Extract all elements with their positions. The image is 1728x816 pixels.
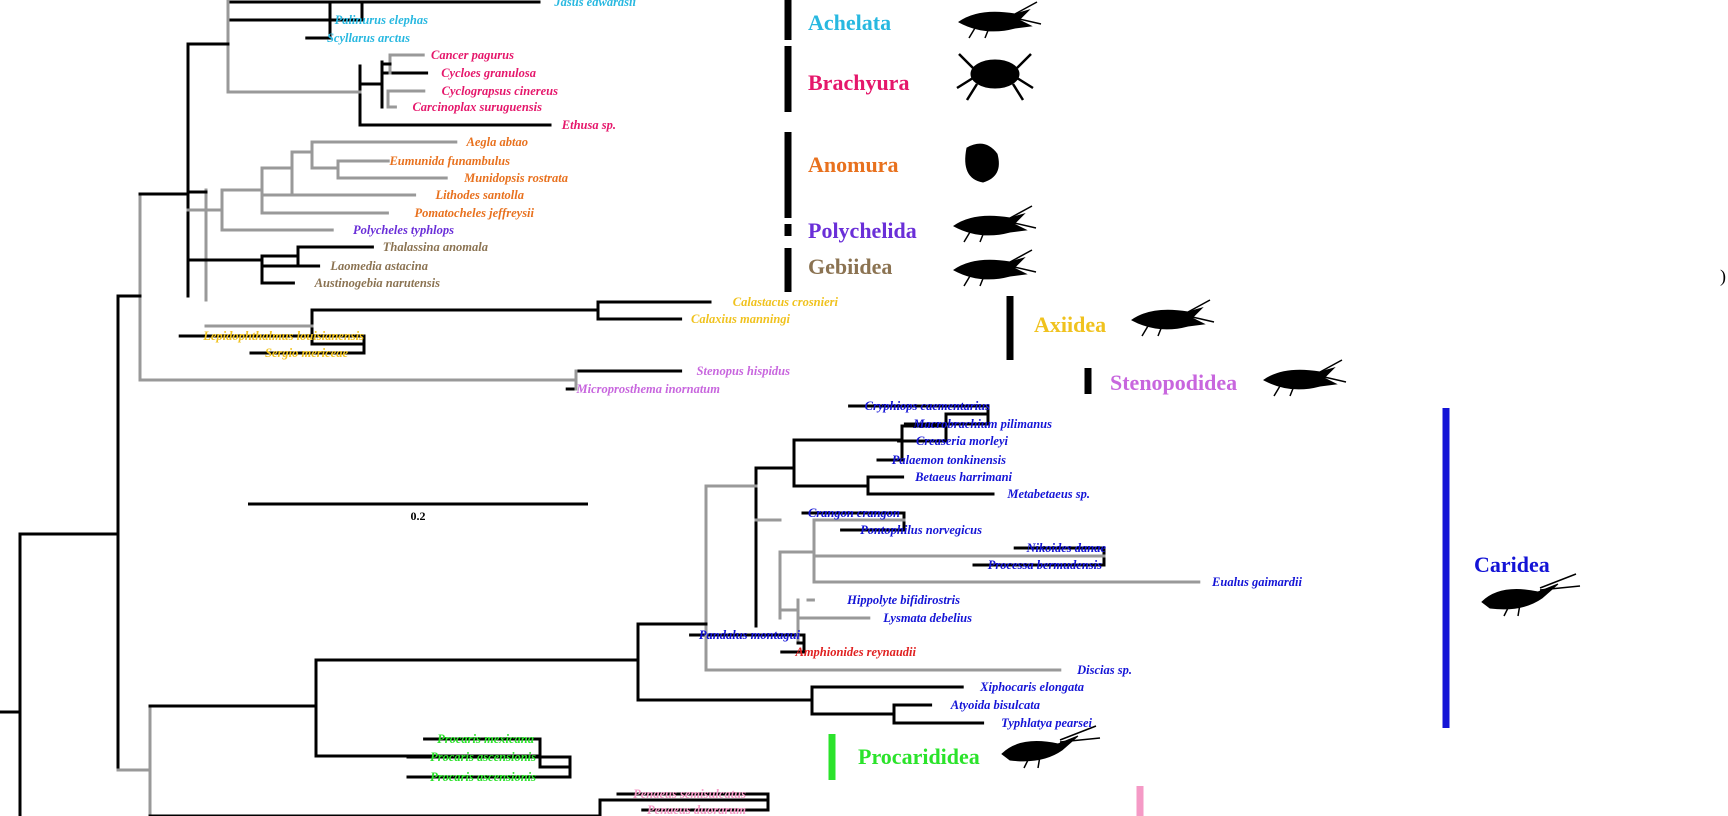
taxon-label: Processa bermudensis — [988, 558, 1102, 572]
taxon-label: Pomatocheles jeffreysii — [414, 206, 534, 220]
scale-bar-label: 0.2 — [411, 509, 426, 523]
taxon-label: Eumunida funambulus — [388, 154, 510, 168]
lobster-silhouette-icon — [958, 1, 1042, 39]
lobster-silhouette-icon — [953, 205, 1037, 243]
crab-silhouette-icon — [956, 53, 1034, 101]
taxon-label: Cancer pagurus — [431, 48, 514, 62]
taxon-label: Pandalus montagui — [699, 628, 801, 642]
taxon-label: Creaseria morleyi — [916, 434, 1009, 448]
taxon-label: Microprosthema inornatum — [576, 382, 721, 396]
taxon-label: Carcinoplax suruguensis — [412, 100, 542, 114]
taxon-label: Crangon crangon — [808, 506, 900, 520]
taxon-label: Lepidophthalmus louisianensis — [202, 329, 364, 343]
taxon-label: Palinurus elephas — [335, 13, 429, 27]
clade-bars — [784, 0, 1450, 816]
tree-branches — [0, 0, 1201, 816]
clade-label-anomura: Anomura — [808, 152, 898, 177]
squat-silhouette-icon — [965, 143, 999, 183]
clade-label-stenopodidea: Stenopodidea — [1110, 370, 1237, 395]
taxon-label: Calastacus crosnieri — [733, 295, 839, 309]
taxon-label: Pontophilus norvegicus — [860, 523, 982, 537]
taxon-label: Procaris ascensionis — [430, 750, 536, 764]
clade-label-procarididea: Procarididea — [858, 744, 980, 769]
clade-labels: AchelataBrachyuraAnomuraPolychelidaGebii… — [808, 10, 1550, 769]
taxon-label: Calaxius manningi — [691, 312, 791, 326]
taxon-label: Sergio mericeae — [265, 346, 348, 360]
taxon-label: Discias sp. — [1076, 663, 1132, 677]
taxon-label: Penaeus semisulcatus — [633, 787, 746, 801]
taxon-label: Procaris ascensionis — [430, 770, 536, 784]
clade-label-gebiidea: Gebiidea — [808, 254, 892, 279]
taxon-label: Laomedia astacina — [329, 259, 428, 273]
taxon-label: Cycloes granulosa — [441, 66, 536, 80]
clade-label-caridea: Caridea — [1474, 552, 1550, 577]
taxon-label: Cyclograpsus cinereus — [442, 84, 558, 98]
taxon-label: Typhlatya pearsei — [1001, 716, 1092, 730]
taxon-label: Atyoida bisulcata — [950, 698, 1040, 712]
lobster-silhouette-icon — [953, 249, 1037, 287]
taxon-label: Aegla abtao — [466, 135, 528, 149]
lobster-silhouette-icon — [1263, 359, 1347, 397]
clade-label-achelata: Achelata — [808, 10, 891, 35]
taxon-label: Amphionides reynaudii — [794, 645, 916, 659]
taxon-label: Munidopsis rostrata — [463, 171, 568, 185]
scale-bar: 0.2 — [248, 502, 588, 523]
taxon-label: Lithodes santolla — [434, 188, 524, 202]
clade-label-brachyura: Brachyura — [808, 70, 909, 95]
taxon-label: Hippolyte bifidirostris — [846, 593, 960, 607]
taxon-label: Scyllarus arctus — [327, 31, 410, 45]
taxon-label: Penaeus duorarum — [647, 803, 746, 816]
taxon-label: Xiphocaris elongata — [979, 680, 1084, 694]
taxon-label: Stenopus hispidus — [697, 364, 791, 378]
taxon-label: Polycheles typhlops — [353, 223, 454, 237]
lobster-silhouette-icon — [1131, 299, 1215, 337]
taxon-label: Eualus gaimardii — [1211, 575, 1302, 589]
clade-label-axiidea: Axiidea — [1034, 312, 1106, 337]
clade-silhouettes — [953, 1, 1581, 769]
taxon-label: Procaris mexicana — [437, 732, 534, 746]
taxon-label: Jasus edwardsii — [553, 0, 636, 9]
taxon-label: Betaeus harrimani — [914, 470, 1012, 484]
taxon-label: Macrobrachium pilimanus — [912, 417, 1052, 431]
shrimp-silhouette-icon — [1001, 725, 1101, 769]
clade-label-polychelida: Polychelida — [808, 218, 917, 243]
taxon-label: Cryphiops caementarius — [865, 399, 990, 413]
taxon-label: Austinogebia narutensis — [314, 276, 441, 290]
taxon-label: Metabetaeus sp. — [1006, 487, 1090, 501]
taxon-label: Palaemon tonkinensis — [892, 453, 1006, 467]
taxon-label: Ethusa sp. — [561, 118, 616, 132]
taxon-label: Nikoides danae — [1025, 541, 1106, 555]
edge-glyph: ) — [1720, 266, 1726, 287]
shrimp-silhouette-icon — [1481, 573, 1581, 617]
taxon-label: Thalassina anomala — [383, 240, 488, 254]
taxon-label: Lysmata debelius — [882, 611, 972, 625]
